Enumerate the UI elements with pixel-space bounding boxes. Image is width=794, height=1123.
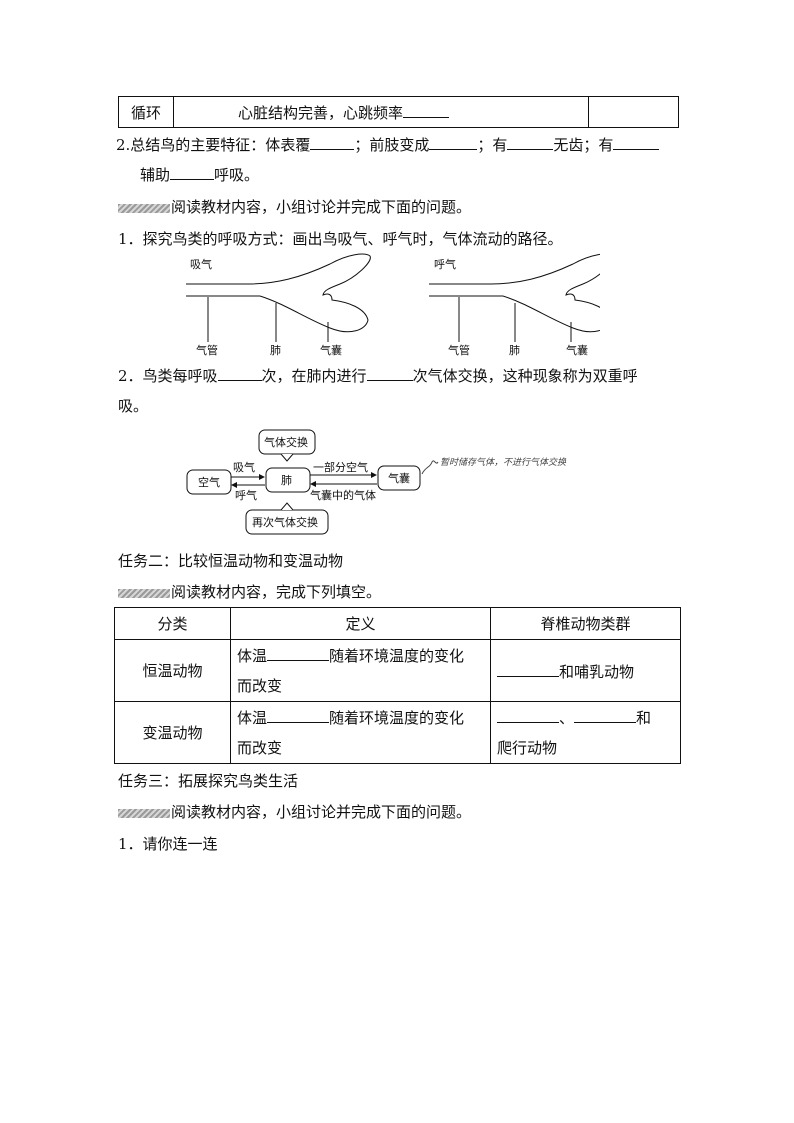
exhale-lung-diagram: [429, 253, 600, 342]
inhale-lung-diagram: [186, 253, 371, 342]
row2-group: 、 和 爬行动物: [490, 701, 681, 764]
lung-label-left: 肺: [270, 344, 281, 357]
lung-diagram: 吸气 气管 肺 气囊 呼气 气管 肺 气囊: [186, 253, 600, 357]
table-row: 恒温动物 体温 随着环境温度的变化 而改变 和哺乳动物: [114, 639, 681, 702]
row1-definition: 体温 随着环境温度的变化 而改变: [230, 639, 491, 702]
instruction-text: 阅读教材内容，小组讨论并完成下面的问题。: [171, 198, 472, 216]
instruction-1: 阅读教材内容，小组讨论并完成下面的问题。: [118, 196, 471, 218]
part-air-text: 一部分空气: [313, 460, 368, 474]
row2-definition: 体温 随着环境温度的变化 而改变: [230, 701, 491, 764]
assist-blank[interactable]: [170, 163, 215, 180]
inhale-text: 吸气: [233, 460, 255, 474]
row2-temp-blank[interactable]: [267, 706, 330, 723]
summary-text: 无齿；有: [553, 136, 614, 154]
sac-gas-text: 气囊中的气体: [310, 488, 376, 502]
inhale-title: 吸气: [190, 257, 212, 271]
note-squiggle: [421, 460, 439, 475]
table-header-row: 分类 定义 脊椎动物类群: [114, 607, 681, 640]
heart-rate-blank[interactable]: [403, 101, 450, 118]
heart-text: 心脏结构完善，心跳频率: [238, 104, 404, 122]
row1-temp-blank[interactable]: [267, 644, 330, 661]
instruction-text: 阅读教材内容，完成下列填空。: [171, 583, 382, 601]
row2-group-blank-1[interactable]: [497, 706, 559, 723]
header-definition: 定义: [230, 607, 491, 640]
table-row: 变温动物 体温 随着环境温度的变化 而改变 、 和 爬行动物: [114, 701, 681, 764]
row1-group-blank[interactable]: [497, 660, 559, 677]
exchange-top-text: 气体交换: [264, 435, 308, 449]
group-text: 和: [636, 708, 652, 727]
lung-box: [265, 467, 311, 493]
header-category: 分类: [114, 607, 231, 640]
definition-text: 随着环境温度的变化: [329, 646, 465, 665]
row1-group: 和哺乳动物: [490, 639, 681, 702]
beak-blank[interactable]: [507, 133, 554, 150]
group-text: 爬行动物: [497, 738, 558, 757]
instruction-tag-icon: [118, 808, 170, 818]
question-2-text: 次气体交换，这种现象称为双重呼: [412, 367, 638, 385]
air-sac-text: 气囊: [388, 471, 410, 485]
top-cell-content: 心脏结构完善，心跳频率: [173, 96, 589, 128]
trachea-label-right: 气管: [448, 343, 470, 357]
row2-category: 变温动物: [114, 701, 231, 764]
summary-text: 呼吸。: [214, 166, 260, 184]
top-cell-label: 循环: [130, 103, 161, 122]
question-1: 1．探究鸟类的呼吸方式：画出鸟吸气、呼气时，气体流动的路径。: [118, 230, 563, 248]
double-respiration-diagram: 气体交换 空气 肺 气囊 再次气体交换 吸气 呼气 一部分空气 气囊中的气体 暂…: [186, 429, 567, 535]
lung-label-right: 肺: [509, 344, 520, 357]
group-text: 和哺乳动物: [559, 662, 635, 681]
air-text: 空气: [198, 475, 220, 489]
body-cover-blank[interactable]: [310, 133, 355, 150]
summary-text: 2.总结鸟的主要特征：体表覆: [116, 136, 311, 154]
exchange-top-pointer: [280, 453, 294, 462]
forelimb-blank[interactable]: [429, 133, 478, 150]
exhale-text: 呼气: [235, 488, 257, 502]
summary-text: ；前肢变成: [354, 136, 430, 154]
question-2-line-1: 2．鸟类每呼吸 次，在肺内进行 次气体交换，这种现象称为双重呼: [118, 364, 638, 387]
summary-text: 辅助: [140, 166, 171, 184]
lung-text: 肺: [281, 474, 292, 487]
air-sac-label-left: 气囊: [320, 343, 342, 357]
group-text: 、: [559, 708, 575, 727]
task-2-heading: 任务二：比较恒温动物和变温动物: [118, 552, 344, 570]
instruction-3: 阅读教材内容，小组讨论并完成下面的问题。: [118, 801, 471, 823]
summary-line-1: 2.总结鸟的主要特征：体表覆 ；前肢变成 ；有 无齿；有: [116, 133, 660, 156]
trachea-label-left: 气管: [196, 343, 218, 357]
air-sac-label-right: 气囊: [566, 343, 588, 357]
definition-text: 随着环境温度的变化: [329, 708, 465, 727]
exchange-bottom-text: 再次气体交换: [252, 515, 318, 529]
question-2-line-2: 吸。: [118, 397, 149, 415]
comparison-table: 分类 定义 脊椎动物类群 恒温动物 体温随着环境温度的变化 而改变 和哺乳动物 …: [114, 607, 681, 764]
breath-count-blank[interactable]: [217, 364, 262, 381]
row2-group-blank-2[interactable]: [574, 706, 637, 723]
header-group: 脊椎动物类群: [490, 607, 681, 640]
definition-text: 体温: [237, 646, 268, 665]
row1-category: 恒温动物: [114, 639, 231, 702]
instruction-text: 阅读教材内容，小组讨论并完成下面的问题。: [171, 803, 472, 821]
question-3: 1．请你连一连: [118, 835, 218, 853]
summary-text: ；有: [477, 136, 508, 154]
air-sac-box: [377, 465, 421, 491]
handwritten-note: 暂时储存气体，不进行气体交换: [440, 457, 567, 468]
definition-text: 体温: [237, 708, 268, 727]
exchange-bottom-pointer: [280, 502, 294, 511]
summary-line-2: 辅助 呼吸。: [140, 163, 259, 186]
question-2-text: 次，在肺内进行: [261, 367, 367, 385]
air-sac-blank[interactable]: [613, 133, 660, 150]
instruction-tag-icon: [118, 203, 170, 213]
task-3-heading: 任务三：拓展探究鸟类生活: [118, 772, 299, 790]
definition-text: 而改变: [237, 738, 283, 757]
top-cell-category: 循环: [118, 96, 174, 128]
instruction-tag-icon: [118, 588, 170, 598]
instruction-2: 阅读教材内容，完成下列填空。: [118, 581, 381, 603]
top-cell-empty: [588, 96, 679, 128]
top-table: 循环 心脏结构完善，心跳频率: [118, 96, 679, 128]
question-2-text: 2．鸟类每呼吸: [118, 367, 218, 385]
definition-text: 而改变: [237, 676, 283, 695]
exchange-count-blank[interactable]: [366, 364, 413, 381]
exhale-title: 呼气: [434, 257, 456, 271]
